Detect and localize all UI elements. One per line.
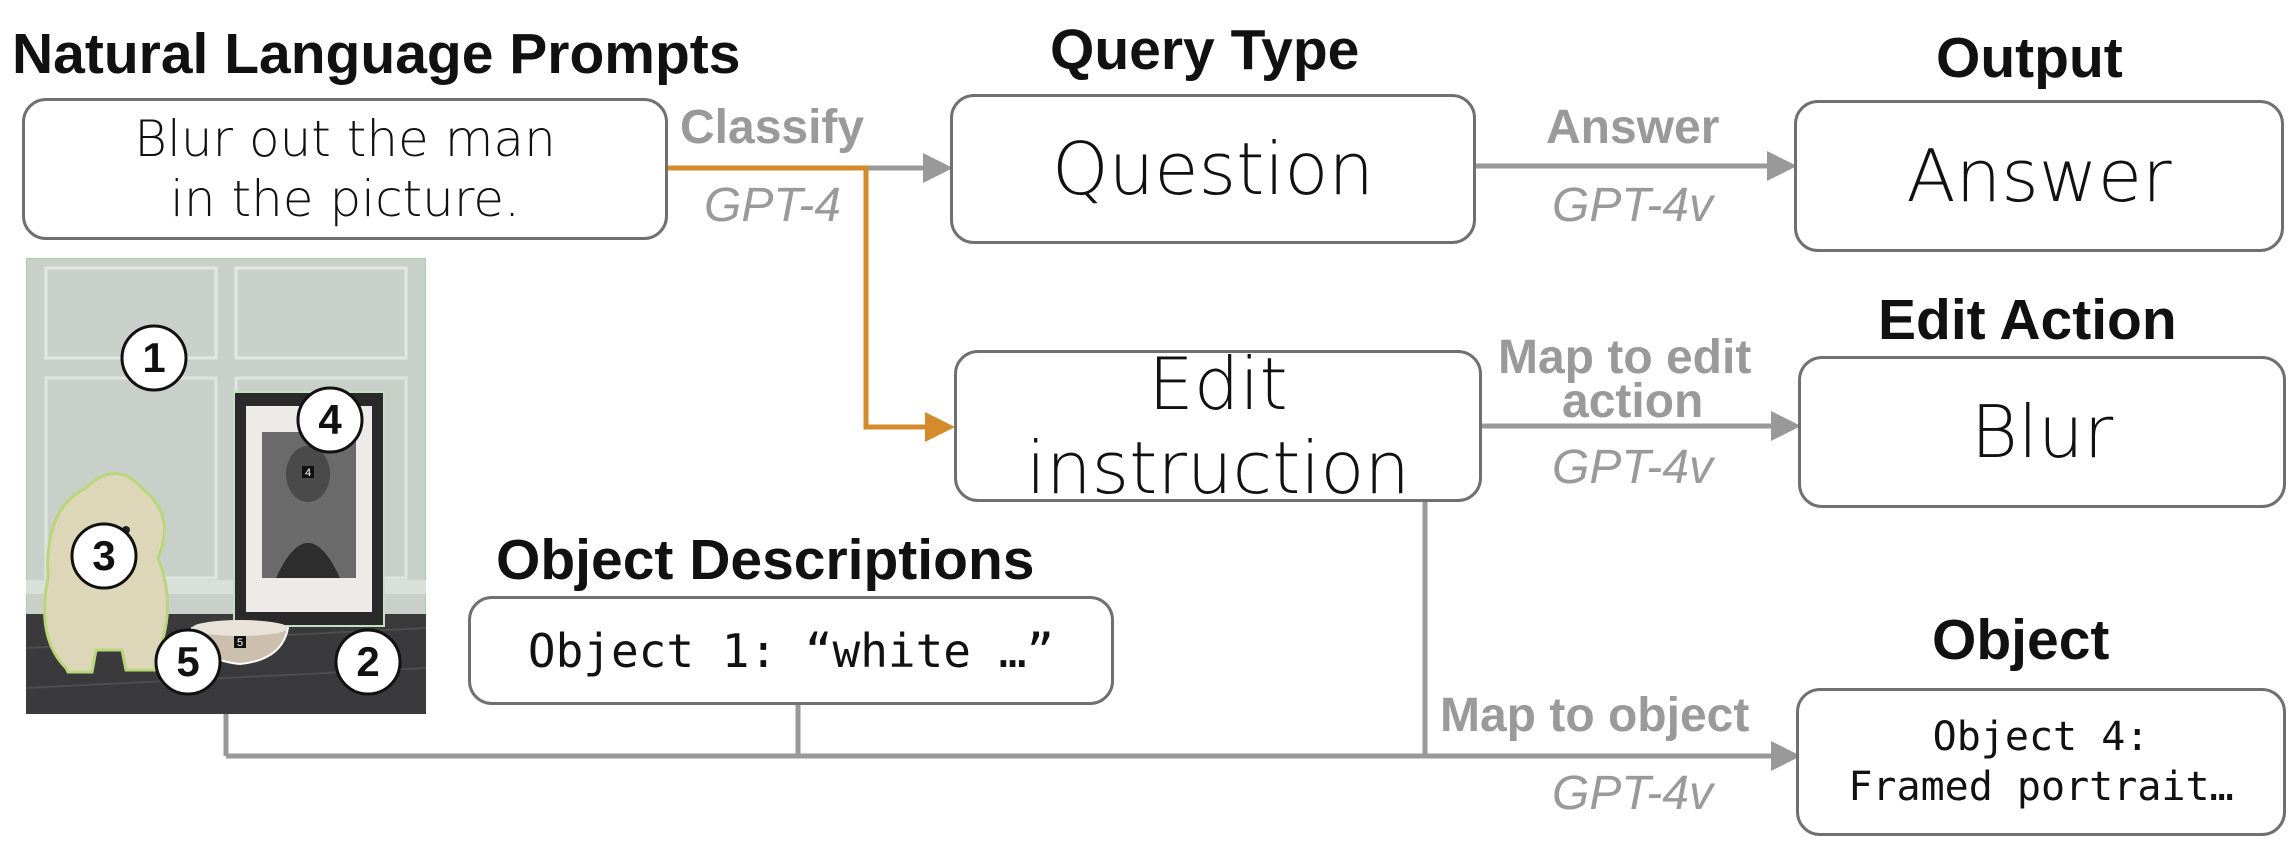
map-object-label: Map to object xyxy=(1440,689,1750,742)
prompt-box: Blur out the man in the picture. xyxy=(22,98,668,240)
answer-model-label: GPT-4v xyxy=(1552,179,1713,232)
object-title: Object xyxy=(1932,608,2110,672)
prompt-line-1: Blur out the man xyxy=(134,110,556,168)
object-line-2: Framed portrait… xyxy=(1848,764,2234,810)
marker-2-icon xyxy=(334,628,402,696)
edit-action-title: Edit Action xyxy=(1878,288,2177,352)
classify-label: Classify xyxy=(680,101,865,154)
map-edit-label-line2: action xyxy=(1562,375,1704,428)
marker-3-icon xyxy=(70,522,138,590)
marker-4-label: 4 xyxy=(318,396,342,443)
tag-4-label: 4 xyxy=(305,467,311,479)
answer-edge-label: Answer xyxy=(1546,101,1720,154)
answer-box: Answer xyxy=(1794,100,2284,252)
wire-classify-edit xyxy=(668,165,955,442)
marker-1-icon xyxy=(120,324,188,392)
marker-3-label: 3 xyxy=(92,532,115,579)
marker-5-icon xyxy=(154,628,222,696)
map-edit-model-label: GPT-4v xyxy=(1552,441,1713,494)
map-object-model-label: GPT-4v xyxy=(1552,767,1713,820)
marker-1-label: 1 xyxy=(142,334,165,381)
object-descriptions-title: Object Descriptions xyxy=(496,528,1035,592)
marker-4-icon xyxy=(296,386,364,454)
query-type-title: Query Type xyxy=(1050,18,1360,82)
object-description-box: Object 1: “white …” xyxy=(468,596,1114,705)
annotated-photo: 1 4 3 5 2 4 5 xyxy=(26,258,426,714)
marker-2-label: 2 xyxy=(356,638,379,685)
edit-instruction-box: Edit instruction xyxy=(954,342,1482,510)
prompts-title: Natural Language Prompts xyxy=(12,22,741,86)
question-box: Question xyxy=(950,94,1476,244)
map-edit-label-line1: Map to edit xyxy=(1498,331,1752,384)
blur-box: Blur xyxy=(1798,356,2286,508)
output-title: Output xyxy=(1936,26,2123,90)
tag-5-label: 5 xyxy=(237,637,243,649)
prompt-line-2: in the picture. xyxy=(170,170,520,228)
marker-5-label: 5 xyxy=(176,638,199,685)
object-box: Object 4: Framed portrait… xyxy=(1796,688,2286,836)
classify-model-label: GPT-4 xyxy=(704,179,841,232)
object-line-1: Object 4: xyxy=(1932,714,2150,760)
